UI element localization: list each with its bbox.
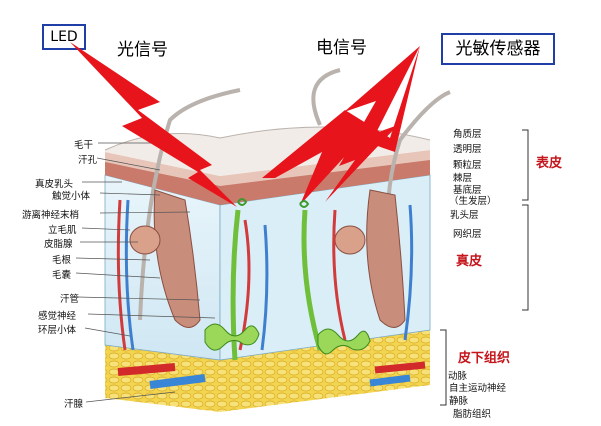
label-stratum-spinosum: 棘层 [453,173,473,184]
label-sebaceous-gland: 皮脂腺 [44,239,73,250]
label-stratum-corneum: 角质层 [453,129,482,140]
label-sweat-gland: 汗腺 [64,399,84,410]
label-sensory-nerve: 感觉神经 [38,311,77,322]
label-stratum-basale: 基底层 [453,185,482,196]
label-hair-root: 毛根 [52,255,72,266]
label-dermal-papilla: 真皮乳头 [35,179,74,190]
label-papillary-layer: 乳头层 [450,210,479,221]
label-sweat-pore: 汗孔 [78,155,98,166]
label-hair-follicle: 毛囊 [52,270,72,281]
section-epidermis: 表皮 [536,156,563,171]
section-dermis: 真皮 [456,254,483,269]
label-hair-shaft: 毛干 [74,140,94,151]
left-leader-lines [75,142,216,403]
label-germinative-layer: （生发层） [449,196,497,207]
optical-signal-bolt [70,42,237,207]
led-label: LED [42,24,86,50]
section-brackets [440,129,529,406]
label-stratum-granulosum: 颗粒层 [453,160,482,171]
section-subcutaneous: 皮下组织 [458,351,511,366]
label-arrector-pili: 立毛肌 [48,225,77,236]
label-adipose-tissue: 脂肪组织 [453,409,492,420]
electrical-signal-bolt [262,46,420,205]
sensor-label: 光敏传感器 [441,33,555,65]
label-tactile-corpuscle: 触觉小体 [52,191,91,202]
label-autonomic-motor-nerve: 自主运动神经 [449,383,507,394]
label-free-nerve-endings: 游离神经末梢 [22,210,80,221]
electrical-signal-label: 电信号 [316,38,367,58]
optical-signal-label: 光信号 [117,40,168,60]
label-reticular-layer: 网织层 [453,229,482,240]
label-artery: 动脉 [448,371,468,382]
bottom-vessels [117,361,426,389]
label-sweat-duct: 汗管 [60,294,80,305]
label-stratum-lucidum: 透明层 [453,144,482,155]
hair-follicles [129,189,406,328]
label-vein: 静脉 [449,396,469,407]
contact-markers [237,198,310,208]
sweat-glands [204,323,371,355]
fat-layer [105,330,430,412]
label-pacinian-corpuscle: 环层小体 [38,325,77,336]
nerves [230,209,323,361]
